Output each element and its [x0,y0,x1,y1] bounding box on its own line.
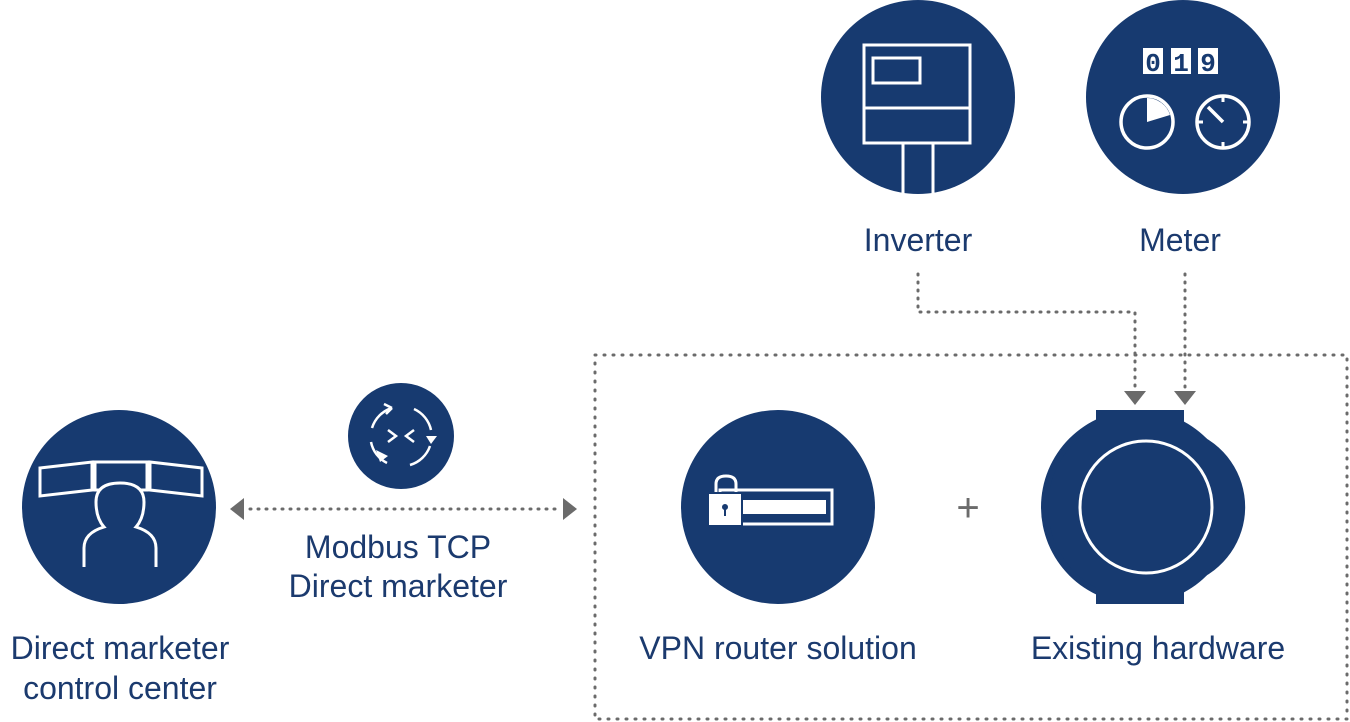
vpn-router-label: VPN router solution [639,630,917,666]
vpn-router-icon [681,410,875,604]
connection-protocol-label: Modbus TCP [304,529,492,565]
connector-arrow-left [230,498,244,520]
connector-arrow-right [563,498,577,520]
control-center-label-line1: Direct marketer [10,630,230,666]
meter-arrowhead [1174,391,1196,405]
meter-icon [1086,0,1280,194]
connection-party-label: Direct marketer [288,568,508,604]
hardware-device-icon [1041,410,1246,604]
existing-hardware-label: Existing hardware [1030,630,1286,666]
inverter-arrowhead [1124,391,1146,405]
meter-digit-3: 9 [1200,49,1216,79]
meter-label: Meter [1139,222,1221,258]
control-center-operator-icon [22,410,216,604]
meter-digit-1: 0 [1145,49,1161,79]
meter-digit-2: 1 [1173,49,1189,79]
data-exchange-icon [348,383,454,489]
inverter-icon [821,0,1015,194]
inverter-label: Inverter [863,222,973,258]
control-center-label-line2: control center [23,670,217,706]
inverter-to-hardware-connector [916,272,1137,394]
plus-sign: + [956,486,979,530]
